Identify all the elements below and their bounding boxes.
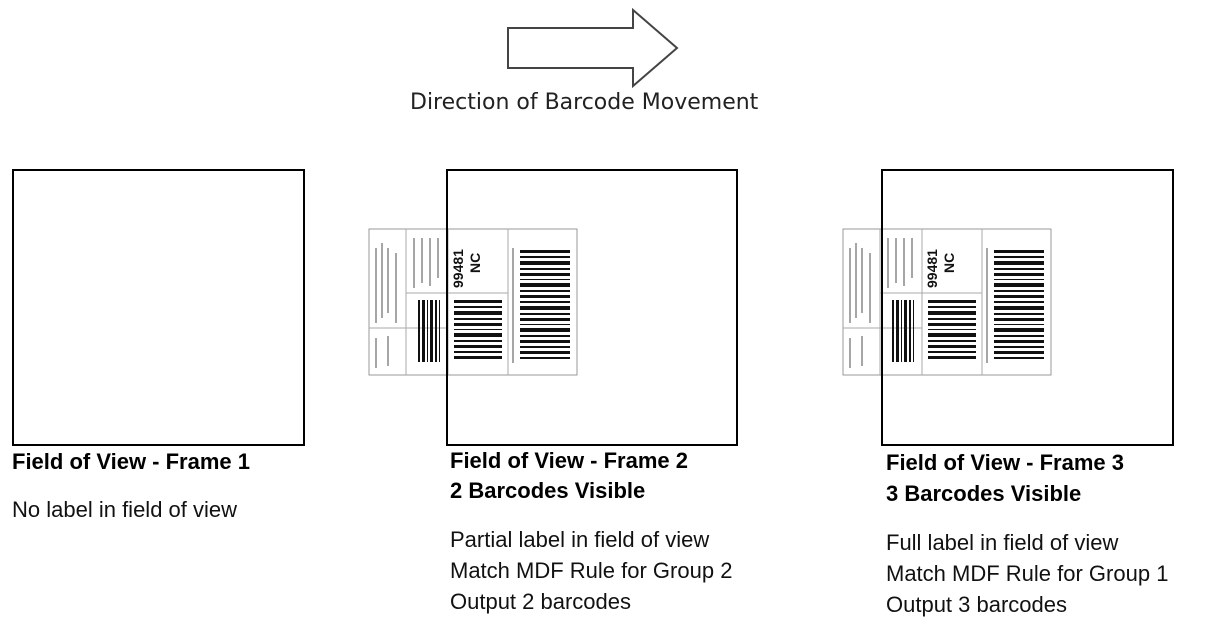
- frame-3-line-1: Full label in field of view: [886, 530, 1119, 555]
- frame-2-line-1: Partial label in field of view: [450, 527, 710, 552]
- field-of-view-frame-2: [446, 169, 738, 446]
- field-of-view-frame-1: [12, 169, 305, 446]
- right-arrow-icon: [507, 8, 679, 88]
- frame-2-line-3: Output 2 barcodes: [450, 589, 632, 614]
- frame-2-line-2: Match MDF Rule for Group 2: [450, 558, 733, 583]
- shipping-label-full: 99481 NC: [842, 228, 1052, 376]
- frame-3-subtitle: 3 Barcodes Visible: [886, 481, 1082, 506]
- frame-3-line-2: Match MDF Rule for Group 1: [886, 561, 1169, 586]
- frame-1-title: Field of View - Frame 1: [12, 449, 250, 474]
- label-code-text: 99481: [924, 249, 940, 288]
- label-code-text: 99481: [450, 249, 466, 288]
- label-state-text: NC: [467, 253, 483, 273]
- frame-1-line-1: No label in field of view: [12, 497, 238, 522]
- direction-caption: Direction of Barcode Movement: [410, 90, 759, 115]
- field-of-view-frame-3: [881, 169, 1174, 446]
- frame-2-title: Field of View - Frame 2: [450, 448, 688, 473]
- shipping-label-partial: 99481 NC: [368, 228, 578, 376]
- frame-2-subtitle: 2 Barcodes Visible: [450, 478, 646, 503]
- frame-3-title: Field of View - Frame 3: [886, 450, 1124, 475]
- frame-3-line-3: Output 3 barcodes: [886, 592, 1068, 617]
- label-state-text: NC: [941, 253, 957, 273]
